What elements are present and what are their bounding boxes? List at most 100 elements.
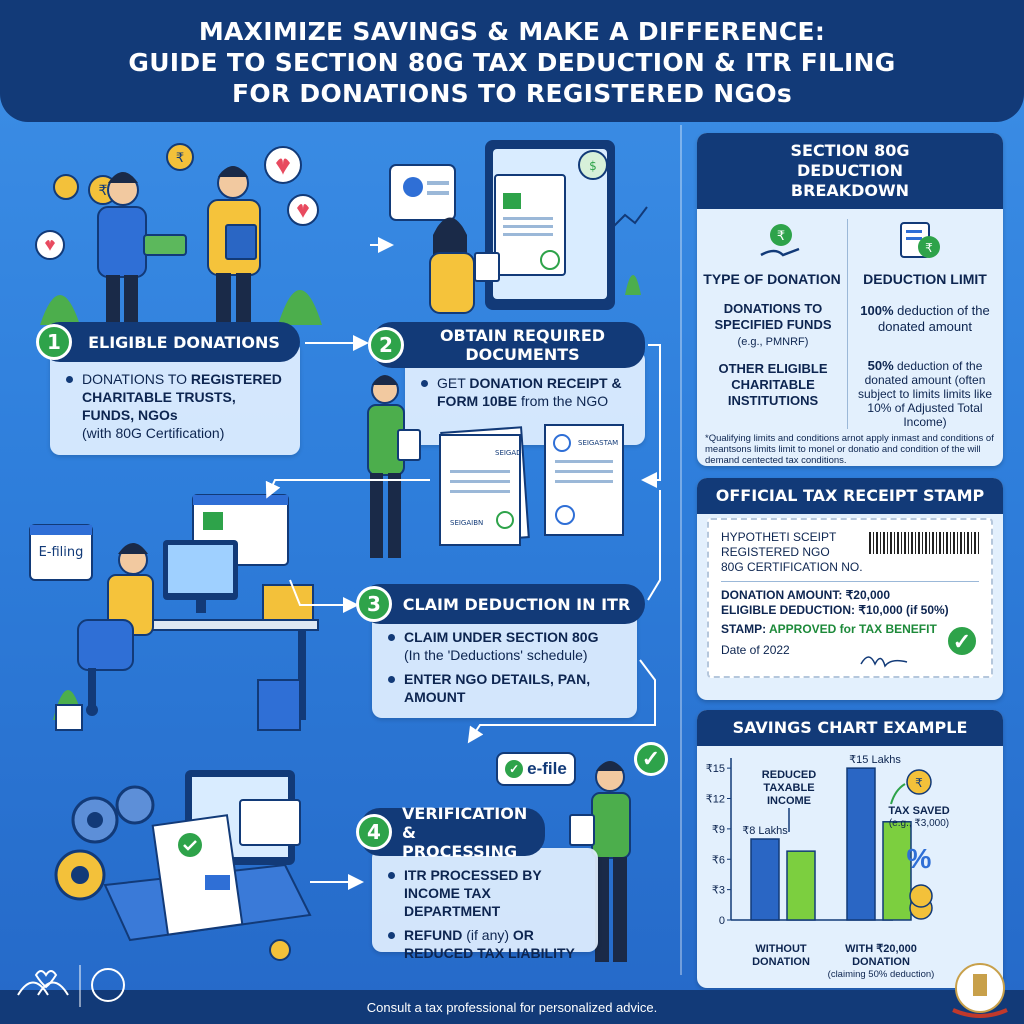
documents-illustration: SEIGAD SEIGAIBN SEIGASTAM: [367, 375, 624, 558]
step-4-bullet-1: ITR PROCESSED BY INCOME TAX DEPARTMENT: [388, 866, 584, 920]
step-2-number: 2: [368, 327, 404, 363]
receipt-card: HYPOTHETI SCEIPT REGISTERED NGO 80G CERT…: [707, 518, 993, 678]
doc-tag-3: SEIGASTAM: [578, 439, 618, 447]
footer-bar: [0, 990, 1024, 1024]
svg-text:₹: ₹: [777, 229, 785, 244]
svg-text:₹: ₹: [99, 183, 108, 199]
row2-limit: 50% deduction of the donated amount (oft…: [857, 358, 993, 430]
flow-arrows: [265, 237, 657, 890]
savings-chart-panel: SAVINGS CHART EXAMPLE 0 ₹3 ₹6 ₹9 ₹12 ₹15 ₹8 L…: [697, 710, 1003, 988]
processing-laptop-illustration: [54, 770, 312, 961]
data-label-15-lakhs: ₹15 Lakhs: [849, 754, 901, 766]
annot-saved-note: (e.g., ₹3,000): [889, 818, 949, 829]
annot-reduced-3: INCOME: [767, 795, 811, 807]
signature-icon: [860, 656, 908, 668]
receipt-line-3: 80G CERTIFICATION NO.: [721, 560, 863, 574]
step-3-title: CLAIM DEDUCTION IN ITR: [402, 594, 631, 614]
col-header-type: TYPE OF DONATION: [703, 271, 841, 287]
annot-reduced-2: TAXABLE: [763, 782, 814, 794]
doc-tag-1: SEIGAD: [495, 449, 522, 457]
tax-department-emblem-icon: [952, 963, 1008, 1018]
efile-bubble: ✓ e-file: [496, 752, 576, 786]
receipt-amount: DONATION AMOUNT: ₹20,000: [721, 588, 890, 602]
annot-saved: TAX SAVED: [888, 805, 949, 817]
step-1-header: 1 ELIGIBLE DONATIONS: [36, 322, 300, 362]
y-tick-label: ₹12: [706, 794, 725, 806]
receipt-line-1: HYPOTHETI SCEIPT: [721, 530, 837, 544]
bar-2-series-2: [882, 821, 912, 921]
step-2-header: 2 OBTAIN REQUIRED DOCUMENTS: [368, 322, 645, 368]
bar-2-series-1: [846, 767, 876, 921]
approved-check-icon: ✓: [945, 624, 979, 658]
step-1-title: ELIGIBLE DONATIONS: [88, 332, 280, 352]
x-label-without: WITHOUT: [755, 943, 807, 955]
step-2-bullet: GET DONATION RECEIPT & FORM 10BE from th…: [421, 374, 631, 410]
row2-type: OTHER ELIGIBLE CHARITABLE INSTITUTIONS: [718, 361, 828, 408]
documents-screen-illustration: $: [389, 140, 648, 314]
title-line-2: GUIDE TO SECTION 80G TAX DEDUCTION & ITR…: [128, 48, 896, 77]
receipt-title: OFFICIAL TAX RECEIPT STAMP: [697, 478, 1003, 514]
row1-type: DONATIONS TO SPECIFIED FUNDS(e.g., PMNRF…: [714, 301, 832, 348]
doc-tag-2: SEIGAIBN: [450, 519, 483, 527]
receipt-panel: OFFICIAL TAX RECEIPT STAMP HYPOTHETI SCE…: [697, 478, 1003, 700]
annot-reduced-1: REDUCED: [762, 769, 816, 781]
x-label-with: WITH ₹20,000: [845, 943, 917, 955]
title-line-3: FOR DONATIONS TO REGISTERED NGOs: [231, 79, 793, 108]
y-tick-label: ₹15: [706, 763, 725, 775]
step-3-bullet-2: ENTER NGO DETAILS, PAN, AMOUNT: [388, 670, 623, 706]
breakdown-title: SECTION 80G DEDUCTION BREAKDOWN: [697, 133, 1003, 209]
savings-title: SAVINGS CHART EXAMPLE: [697, 710, 1003, 746]
title-line-1: MAXIMIZE SAVINGS & MAKE A DIFFERENCE:: [198, 17, 826, 46]
barcode-icon: [869, 532, 979, 554]
y-tick-label: ₹9: [712, 824, 725, 836]
receipt-line-2: REGISTERED NGO: [721, 545, 830, 559]
svg-text:₹: ₹: [925, 241, 933, 255]
y-tick-label: 0: [719, 915, 725, 927]
x-label-with-note: (claiming 50% deduction): [828, 969, 935, 980]
page-header: MAXIMIZE SAVINGS & MAKE A DIFFERENCE: GU…: [0, 0, 1024, 122]
saved-arrow: [890, 783, 906, 805]
document-rupee-icon: ₹: [900, 222, 940, 258]
receipt-eligible: ELIGIBLE DEDUCTION: ₹10,000 (if 50%): [721, 603, 949, 617]
step-4-bullet-2: REFUND (if any) OR REDUCED TAX LIABILITY: [388, 926, 584, 962]
savings-bar-chart: 0₹3₹6₹9₹12₹15 ₹8 Lakhs₹15 Lakhs REDUCED …: [706, 754, 950, 980]
svg-text:₹: ₹: [915, 776, 923, 790]
receipt-date: Date of 2022: [721, 643, 790, 657]
donation-illustration: ₹ ₹: [35, 143, 322, 325]
step-4-card: ITR PROCESSED BY INCOME TAX DEPARTMENT R…: [372, 848, 598, 961]
column-divider: [680, 125, 682, 975]
charity-logos: [17, 965, 125, 1007]
step-4-number: 4: [356, 814, 392, 850]
step-3-number: 3: [356, 586, 392, 622]
step-2-title: OBTAIN REQUIRED DOCUMENTS: [439, 326, 606, 364]
bar-1-series-1: [750, 838, 780, 921]
efile-label: e-file: [527, 759, 567, 778]
step-1-bullet: DONATIONS TO REGISTERED CHARITABLE TRUST…: [66, 370, 286, 442]
step-1-number: 1: [36, 324, 72, 360]
x-label-with-2: DONATION: [852, 956, 910, 968]
step-4-title: VERIFICATION & PROCESSING: [402, 803, 528, 861]
hands-heart-icon: [17, 981, 69, 996]
charity-badge-icon: [91, 968, 125, 1002]
breakdown-table: ₹ ₹ TYPE OF DONATION DEDUCTION LIMIT DON…: [697, 209, 1003, 429]
svg-text:$: $: [589, 159, 597, 173]
x-label-without-2: DONATION: [752, 956, 810, 968]
breakdown-footnote: *Qualifying limits and conditions arnot …: [705, 433, 994, 466]
check-icon: ✓: [505, 760, 524, 778]
row1-limit: 100% deduction of the donated amount: [860, 303, 990, 334]
efiling-label: E-filing: [39, 545, 84, 560]
percent-icon: %: [907, 843, 932, 874]
y-tick-label: ₹3: [712, 885, 725, 897]
receipt-stamp: STAMP: APPROVED for TAX BENEFIT: [721, 622, 937, 636]
step-3-bullet-1: CLAIM UNDER SECTION 80G(In the 'Deductio…: [388, 628, 623, 664]
y-tick-label: ₹6: [712, 854, 725, 866]
bar-1-series-2: [786, 850, 816, 921]
approval-check-icon: ✓: [634, 742, 668, 776]
step-3-header: 3 CLAIM DEDUCTION IN ITR: [356, 584, 645, 624]
footer-disclaimer: Consult a tax professional for personali…: [366, 1000, 658, 1015]
data-label-8-lakhs: ₹8 Lakhs: [742, 825, 788, 837]
efiling-desk-illustration: E-filing: [29, 494, 319, 731]
deduction-breakdown-panel: SECTION 80G DEDUCTION BREAKDOWN ₹ ₹ TYPE…: [697, 133, 1003, 466]
svg-text:₹: ₹: [176, 151, 184, 166]
rupee-coin-icon: [906, 769, 932, 795]
